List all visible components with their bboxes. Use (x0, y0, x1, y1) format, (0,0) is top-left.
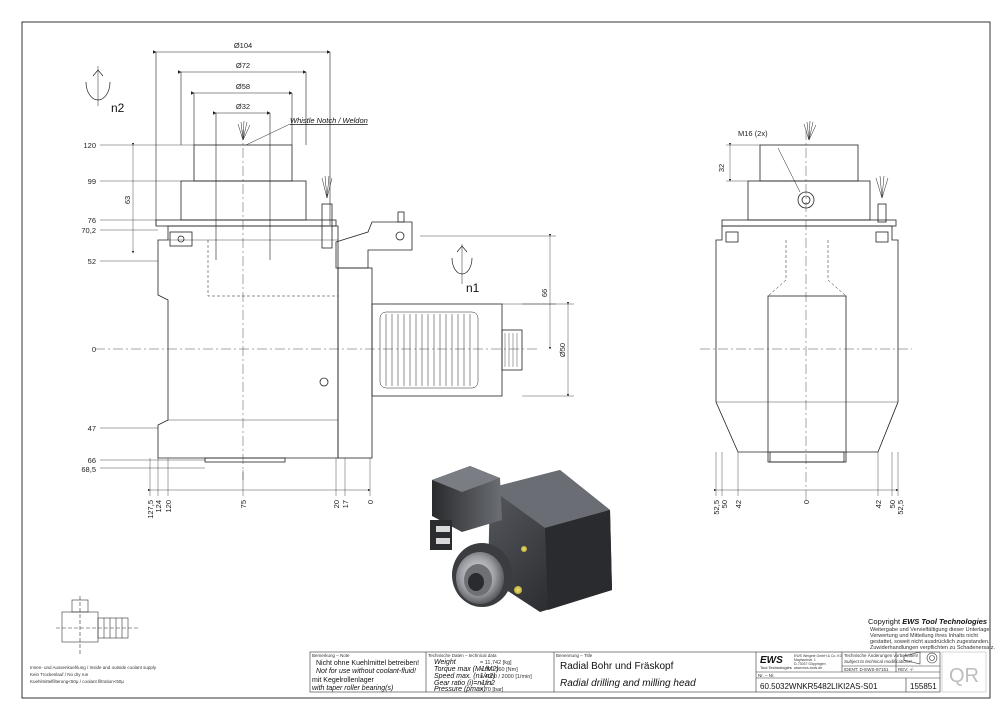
tech-value-3: = 4000 / 2000 [1/min] (480, 674, 532, 680)
qr-code: QR (941, 651, 987, 693)
revision: REV: -/- (898, 667, 914, 672)
copyright-block: Copyright EWS Tool Technologies Weiterga… (868, 617, 996, 651)
company-logo-sub: Tool Technologies (760, 665, 792, 670)
tech-label-4: Gear ratio (i)=n1/n2 (434, 680, 495, 687)
dim-d32: Ø32 (236, 102, 250, 111)
copyright-body-2: Verwertung und Mitteilung ihres Inhalts … (870, 633, 978, 639)
dim-d72: Ø72 (236, 61, 250, 70)
coolant-notes: Innen- und Aussenkuehlung / Inside and o… (30, 665, 157, 684)
tech-value-5: = 70 [bar] (480, 687, 504, 693)
copyright-body-3: gestattet, soweit nicht ausdrücklich zug… (870, 639, 990, 645)
copyright-body-4: Zuwiderhandlungen verpflichten zu Schade… (870, 645, 996, 651)
coolant-line-2: Kein Trockenlauf / No dry run (30, 672, 89, 677)
side-view-labels: Ø104 Ø72 Ø58 Ø32 Whistle Notch / Weldon … (81, 41, 567, 519)
dim-w120: 120 (164, 500, 173, 513)
dim-w75: 75 (239, 500, 248, 508)
part-number: 60.5032WNKR5482LIKI2AS-S01 (760, 682, 878, 691)
thread-callout: M16 (2x) (738, 129, 768, 138)
drawing-title-de: Radial Bohr und Fräskopf (560, 661, 674, 672)
dim-w1275: 127,5 (146, 500, 155, 519)
dim-spindle-d50: Ø50 (558, 343, 567, 357)
isometric-render (430, 466, 612, 612)
dim-d104: Ø104 (234, 41, 252, 50)
company-line-4: www.ews-tools.de (794, 666, 822, 670)
change-notice-de: Technische Änderungen vorbehalten! (844, 652, 918, 658)
notes-header: Bemerkung – Note (312, 653, 350, 658)
weldon-callout: Whistle Notch / Weldon (290, 116, 368, 125)
dim-h0: 0 (92, 345, 96, 354)
dim-f6: 50 (888, 500, 897, 508)
tech-value-1: = 11,742 [kg] (480, 660, 512, 666)
note-2: Not for use without coolant-fluid! (316, 668, 416, 675)
dim-h76: 76 (88, 216, 96, 225)
diameter-dimensions (153, 50, 331, 260)
dim-h120: 120 (83, 141, 96, 150)
change-notice-en: Subject to technical modifications! (844, 659, 913, 664)
company-logo: EWS (760, 655, 783, 666)
rotation-n2-label: n2 (111, 101, 125, 115)
note-1: Nicht ohne Kuehlmittel betreiben! (316, 660, 419, 667)
title-header: Benennung – Title (556, 653, 593, 658)
front-view (700, 120, 912, 500)
dim-f4: 0 (802, 500, 811, 504)
dim-w0: 0 (366, 500, 375, 504)
dim-f2: 50 (720, 500, 729, 508)
tech-value-4: = 2:1 (480, 681, 492, 687)
coolant-line-1: Innen- und Aussenkuehlung / Inside and o… (30, 665, 157, 670)
dim-h52: 52 (88, 257, 96, 266)
dim-h47: 47 (88, 424, 96, 433)
coolant-line-3: Kuehlmittelfilterung<50μ / coolant filtr… (30, 679, 124, 684)
front-view-labels: M16 (2x) 32 52,5 50 42 0 42 50 52,5 (712, 129, 905, 515)
dim-f3: 42 (734, 500, 743, 508)
schematic-thumbnail (56, 596, 138, 656)
dim-w20: 20 (332, 500, 341, 508)
company-line-2: Maybachstr. 1 (794, 658, 816, 662)
dim-63: 63 (123, 196, 132, 204)
tech-label-3: Speed max. (n1/n2) (434, 673, 495, 680)
side-view (85, 50, 574, 496)
tech-label-2: Torque max (M1/M2) (434, 666, 499, 673)
company-line-1: EWS Weigele GmbH & Co. KG (794, 654, 843, 658)
drawing-number: 155851 (910, 682, 937, 691)
dim-w17: 17 (341, 500, 350, 508)
dim-spindle-66: 66 (540, 289, 549, 297)
dim-h685: 68,5 (81, 465, 96, 474)
tech-value-2: = 80 / 160 [Nm] (480, 667, 518, 673)
copyright-body-1: Weitergabe und Vervielfältigung dieser U… (870, 627, 991, 633)
dim-w124: 124 (154, 500, 163, 513)
tech-label-5: Pressure (pmax) (434, 686, 486, 693)
drawing-title-en: Radial drilling and milling head (560, 678, 696, 689)
sheet-border (21, 21, 991, 699)
tech-label-1: Weight (434, 659, 457, 666)
dim-f7: 52,5 (896, 500, 905, 515)
note-3: mit Kegelrollenlager (312, 677, 375, 684)
dim-front-32: 32 (717, 164, 726, 172)
rotation-n1-label: n1 (466, 281, 480, 295)
copyright-line: Copyright EWS Tool Technologies (868, 617, 987, 626)
title-block: Bemerkung – Note Nicht ohne Kuehlmittel … (309, 651, 941, 693)
number-label: Nr. – Nr. (758, 673, 775, 678)
dim-h66: 66 (88, 456, 96, 465)
ident-number: IDENT: D-EWS-97151 (844, 667, 889, 672)
dim-f1: 52,5 (712, 500, 721, 515)
dim-h702: 70,2 (81, 226, 96, 235)
tech-header: Technische Daten – technical data (428, 653, 497, 658)
qr-label: QR (949, 665, 979, 687)
dim-h99: 99 (88, 177, 96, 186)
company-line-3: D-73037 Göppingen (794, 662, 826, 666)
dim-f5: 42 (874, 500, 883, 508)
projection-symbol-icon (903, 651, 938, 665)
note-4: with taper roller bearing(s) (312, 685, 393, 692)
dim-d58: Ø58 (236, 82, 250, 91)
